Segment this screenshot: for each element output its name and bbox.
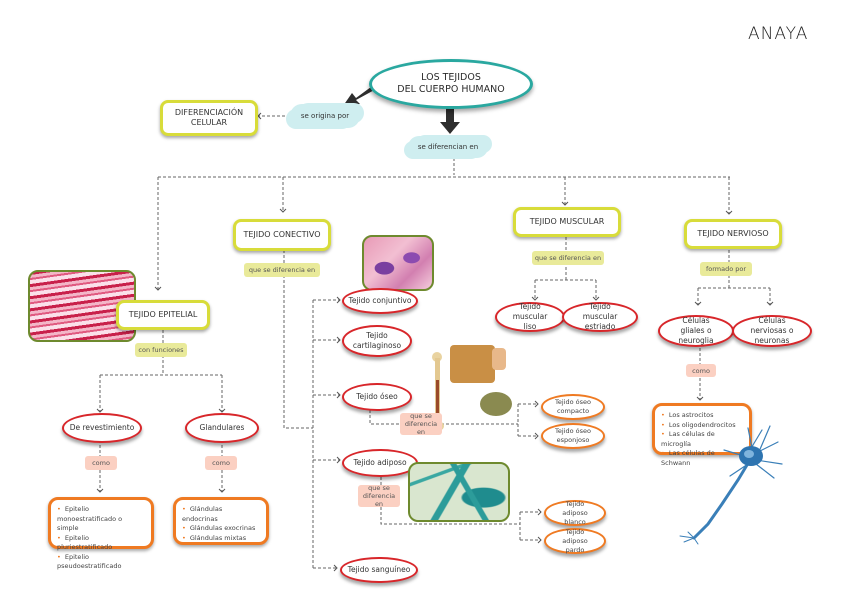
glandulares-node: Glandulares (185, 413, 259, 443)
adiposo-connector-label: que se diferencia en (358, 484, 400, 508)
origin-connector-text: se origina por (300, 112, 350, 120)
list-item: Glándulas endocrinas (182, 505, 260, 524)
adiposo-blanco-label: Tejido adiposo blanco (562, 499, 588, 526)
epitelial-title: TEJIDO EPITELIAL (128, 310, 198, 319)
celulas-gliales-label: Células gliales o neuroglia (678, 316, 714, 345)
arrow-to-differ (440, 108, 460, 134)
tejido-conectivo-node: TEJIDO CONECTIVO (233, 219, 331, 251)
list-item: Epitelio monoestratificado o simple (57, 505, 145, 534)
muscular-connector-text: que se diferencia en (534, 254, 602, 262)
oseo-label: Tejido óseo (356, 392, 398, 401)
bone-section-illustration (450, 345, 495, 383)
muscular-connector-label: que se diferencia en (532, 251, 604, 265)
glandulares-connector-label: como (205, 456, 237, 470)
osteon-illustration (492, 348, 506, 370)
sanguineo-label: Tejido sanguíneo (347, 565, 411, 574)
glia-connector-label: como (686, 364, 716, 377)
origin-connector-cloud: se origina por (290, 104, 360, 128)
cartilaginoso-label: Tejido cartilaginoso (352, 331, 402, 350)
oseo-connector-text: que se diferencia en (404, 412, 438, 436)
muscular-estriado-label: Tejido muscular estriado (582, 302, 618, 331)
epitelial-connector-label: con funciones (135, 343, 187, 357)
celulas-nerviosas-node: Células nerviosas o neuronas (732, 315, 812, 347)
tejido-sanguineo-node: Tejido sanguíneo (340, 557, 418, 583)
title-line-1: LOS TEJIDOS (421, 72, 481, 83)
tejido-adiposo-pardo-node: Tejido adiposo pardo (544, 528, 606, 554)
tejido-muscular-liso-node: Tejido muscular liso (495, 302, 565, 332)
adiposo-connector-text: que se diferencia en (362, 484, 396, 508)
main-title-node: LOS TEJIDOS DEL CUERPO HUMANO (369, 59, 533, 109)
revestimiento-connector-label: como (85, 456, 117, 470)
connective-tissue-photo (362, 235, 434, 291)
conectivo-title: TEJIDO CONECTIVO (243, 230, 321, 239)
adiposo-pardo-label: Tejido adiposo pardo (562, 527, 588, 554)
origin-box-line-1: DIFERENCIACIÓN (174, 108, 244, 117)
tejido-epitelial-node: TEJIDO EPITELIAL (116, 300, 210, 330)
conectivo-connector-label: que se diferencia en (244, 263, 320, 277)
de-revestimiento-node: De revestimiento (62, 413, 142, 443)
oseo-compacto-label: Tejido óseo compacto (555, 398, 591, 415)
list-item: Epitelio pseudoestratificado (57, 553, 145, 572)
oseo-esponjoso-label: Tejido óseo esponjoso (555, 427, 591, 444)
celulas-gliales-node: Células gliales o neuroglia (658, 315, 734, 347)
revestimiento-list-box: Epitelio monoestratificado o simple Epit… (48, 497, 154, 570)
neuron-illustration (679, 425, 783, 545)
tejido-cartilaginoso-node: Tejido cartilaginoso (342, 325, 412, 357)
list-item: Los oligodendrocitos (661, 421, 743, 431)
glia-list-box: Los astrocitos Los oligodendrocitos Las … (652, 403, 752, 467)
celulas-nerviosas-label: Células nerviosas o neuronas (750, 316, 794, 345)
epitelial-connector-text: con funciones (138, 346, 184, 354)
tejido-oseo-esponjoso-node: Tejido óseo esponjoso (541, 423, 605, 449)
diferenciacion-celular-node: DIFERENCIACIÓN CELULAR (160, 100, 258, 136)
nervioso-title: TEJIDO NERVIOSO (697, 229, 769, 238)
glandulares-list-box: Glándulas endocrinas Glándulas exocrinas… (173, 497, 269, 545)
nervioso-connector-text: formado por (705, 265, 747, 273)
list-item: Las células de microglía (661, 430, 743, 449)
oseo-connector-label: que se diferencia en (400, 412, 442, 436)
glia-connector-text: como (692, 366, 710, 375)
nervioso-connector-label: formado por (700, 262, 752, 276)
tejido-muscular-estriado-node: Tejido muscular estriado (562, 302, 638, 332)
tejido-nervioso-node: TEJIDO NERVIOSO (684, 219, 782, 249)
tejido-adiposo-blanco-node: Tejido adiposo blanco (544, 500, 606, 526)
spongy-bone-illustration (480, 392, 512, 416)
muscle-tissue-photo (28, 270, 136, 342)
tejido-muscular-node: TEJIDO MUSCULAR (513, 207, 621, 237)
brand-logo: ANAYA (748, 24, 809, 44)
list-item: Glándulas exocrinas (182, 524, 260, 534)
muscular-title: TEJIDO MUSCULAR (529, 217, 605, 226)
tejido-adiposo-node: Tejido adiposo (342, 449, 418, 477)
differ-connector-text: se diferencian en (417, 143, 479, 151)
glandulares-label: Glandulares (199, 423, 245, 432)
list-item: Epitelio pluriestratificado (57, 534, 145, 553)
list-item: Glándulas mixtas (182, 534, 260, 544)
glandulares-connector-text: como (212, 459, 230, 467)
conjuntivo-label: Tejido conjuntivo (348, 296, 412, 305)
tejido-oseo-compacto-node: Tejido óseo compacto (541, 394, 605, 420)
origin-box-line-2: CELULAR (190, 118, 228, 127)
revestimiento-connector-text: como (92, 459, 110, 467)
adiposo-label: Tejido adiposo (353, 458, 407, 467)
conectivo-connector-text: que se diferencia en (248, 266, 316, 274)
title-line-2: DEL CUERPO HUMANO (397, 84, 505, 95)
tejido-oseo-node: Tejido óseo (342, 383, 412, 411)
muscular-liso-label: Tejido muscular liso (512, 302, 548, 331)
revestimiento-label: De revestimiento (69, 423, 135, 432)
tejido-conjuntivo-node: Tejido conjuntivo (342, 288, 418, 314)
differ-connector-cloud: se diferencian en (408, 136, 488, 158)
conectivo-trunk (283, 245, 313, 429)
list-item: Los astrocitos (661, 411, 743, 421)
list-item: Las células de Schwann (661, 449, 743, 468)
arrow-to-origin (343, 84, 378, 106)
adipose-tissue-photo (408, 462, 510, 522)
